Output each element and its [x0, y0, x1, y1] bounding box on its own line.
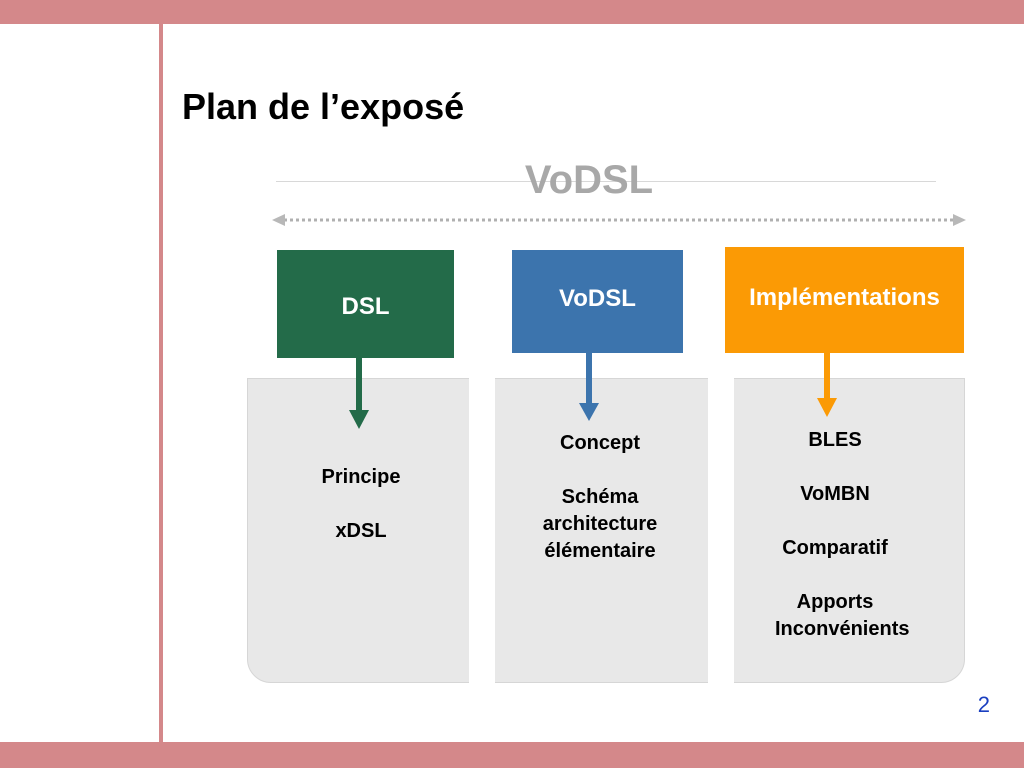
arrow-dsl: [349, 358, 369, 429]
column-dsl-items: Principe xDSL: [290, 464, 432, 572]
list-item: Concept: [560, 432, 640, 454]
diagram-title-rule: [276, 181, 936, 182]
bottom-accent-bar: [0, 742, 1024, 768]
list-item: Schéma architecture élémentaire: [542, 486, 658, 562]
list-item: Principe: [321, 466, 401, 488]
span-arrow: [272, 214, 966, 226]
header-box-implementations: Implémentations: [725, 247, 964, 353]
arrow-implementations: [817, 353, 837, 417]
panel-gap-left: [469, 378, 495, 683]
diagram-title: VoDSL: [524, 158, 654, 202]
list-item: xDSL: [335, 520, 387, 542]
span-arrow-right-head: [953, 214, 966, 226]
header-box-vodsl: VoDSL: [512, 250, 683, 353]
slide-title: Plan de l’exposé: [182, 86, 465, 127]
list-item: Comparatif: [782, 537, 888, 559]
column-implementations-items: BLES VoMBN Comparatif Apports Inconvénie…: [745, 427, 925, 670]
list-item: BLES: [808, 429, 862, 451]
page-number: 2: [977, 692, 990, 717]
left-accent-line: [159, 24, 163, 742]
list-item: Apports Inconvénients: [775, 591, 910, 640]
panel-gap-right: [708, 378, 734, 683]
top-accent-bar: [0, 0, 1024, 24]
column-vodsl-items: Concept Schéma architecture élémentaire: [515, 430, 685, 592]
content-panel: [247, 378, 965, 683]
header-box-dsl: DSL: [277, 250, 454, 358]
span-arrow-left-head: [272, 214, 285, 226]
arrow-vodsl: [579, 353, 599, 421]
list-item: VoMBN: [800, 483, 870, 505]
